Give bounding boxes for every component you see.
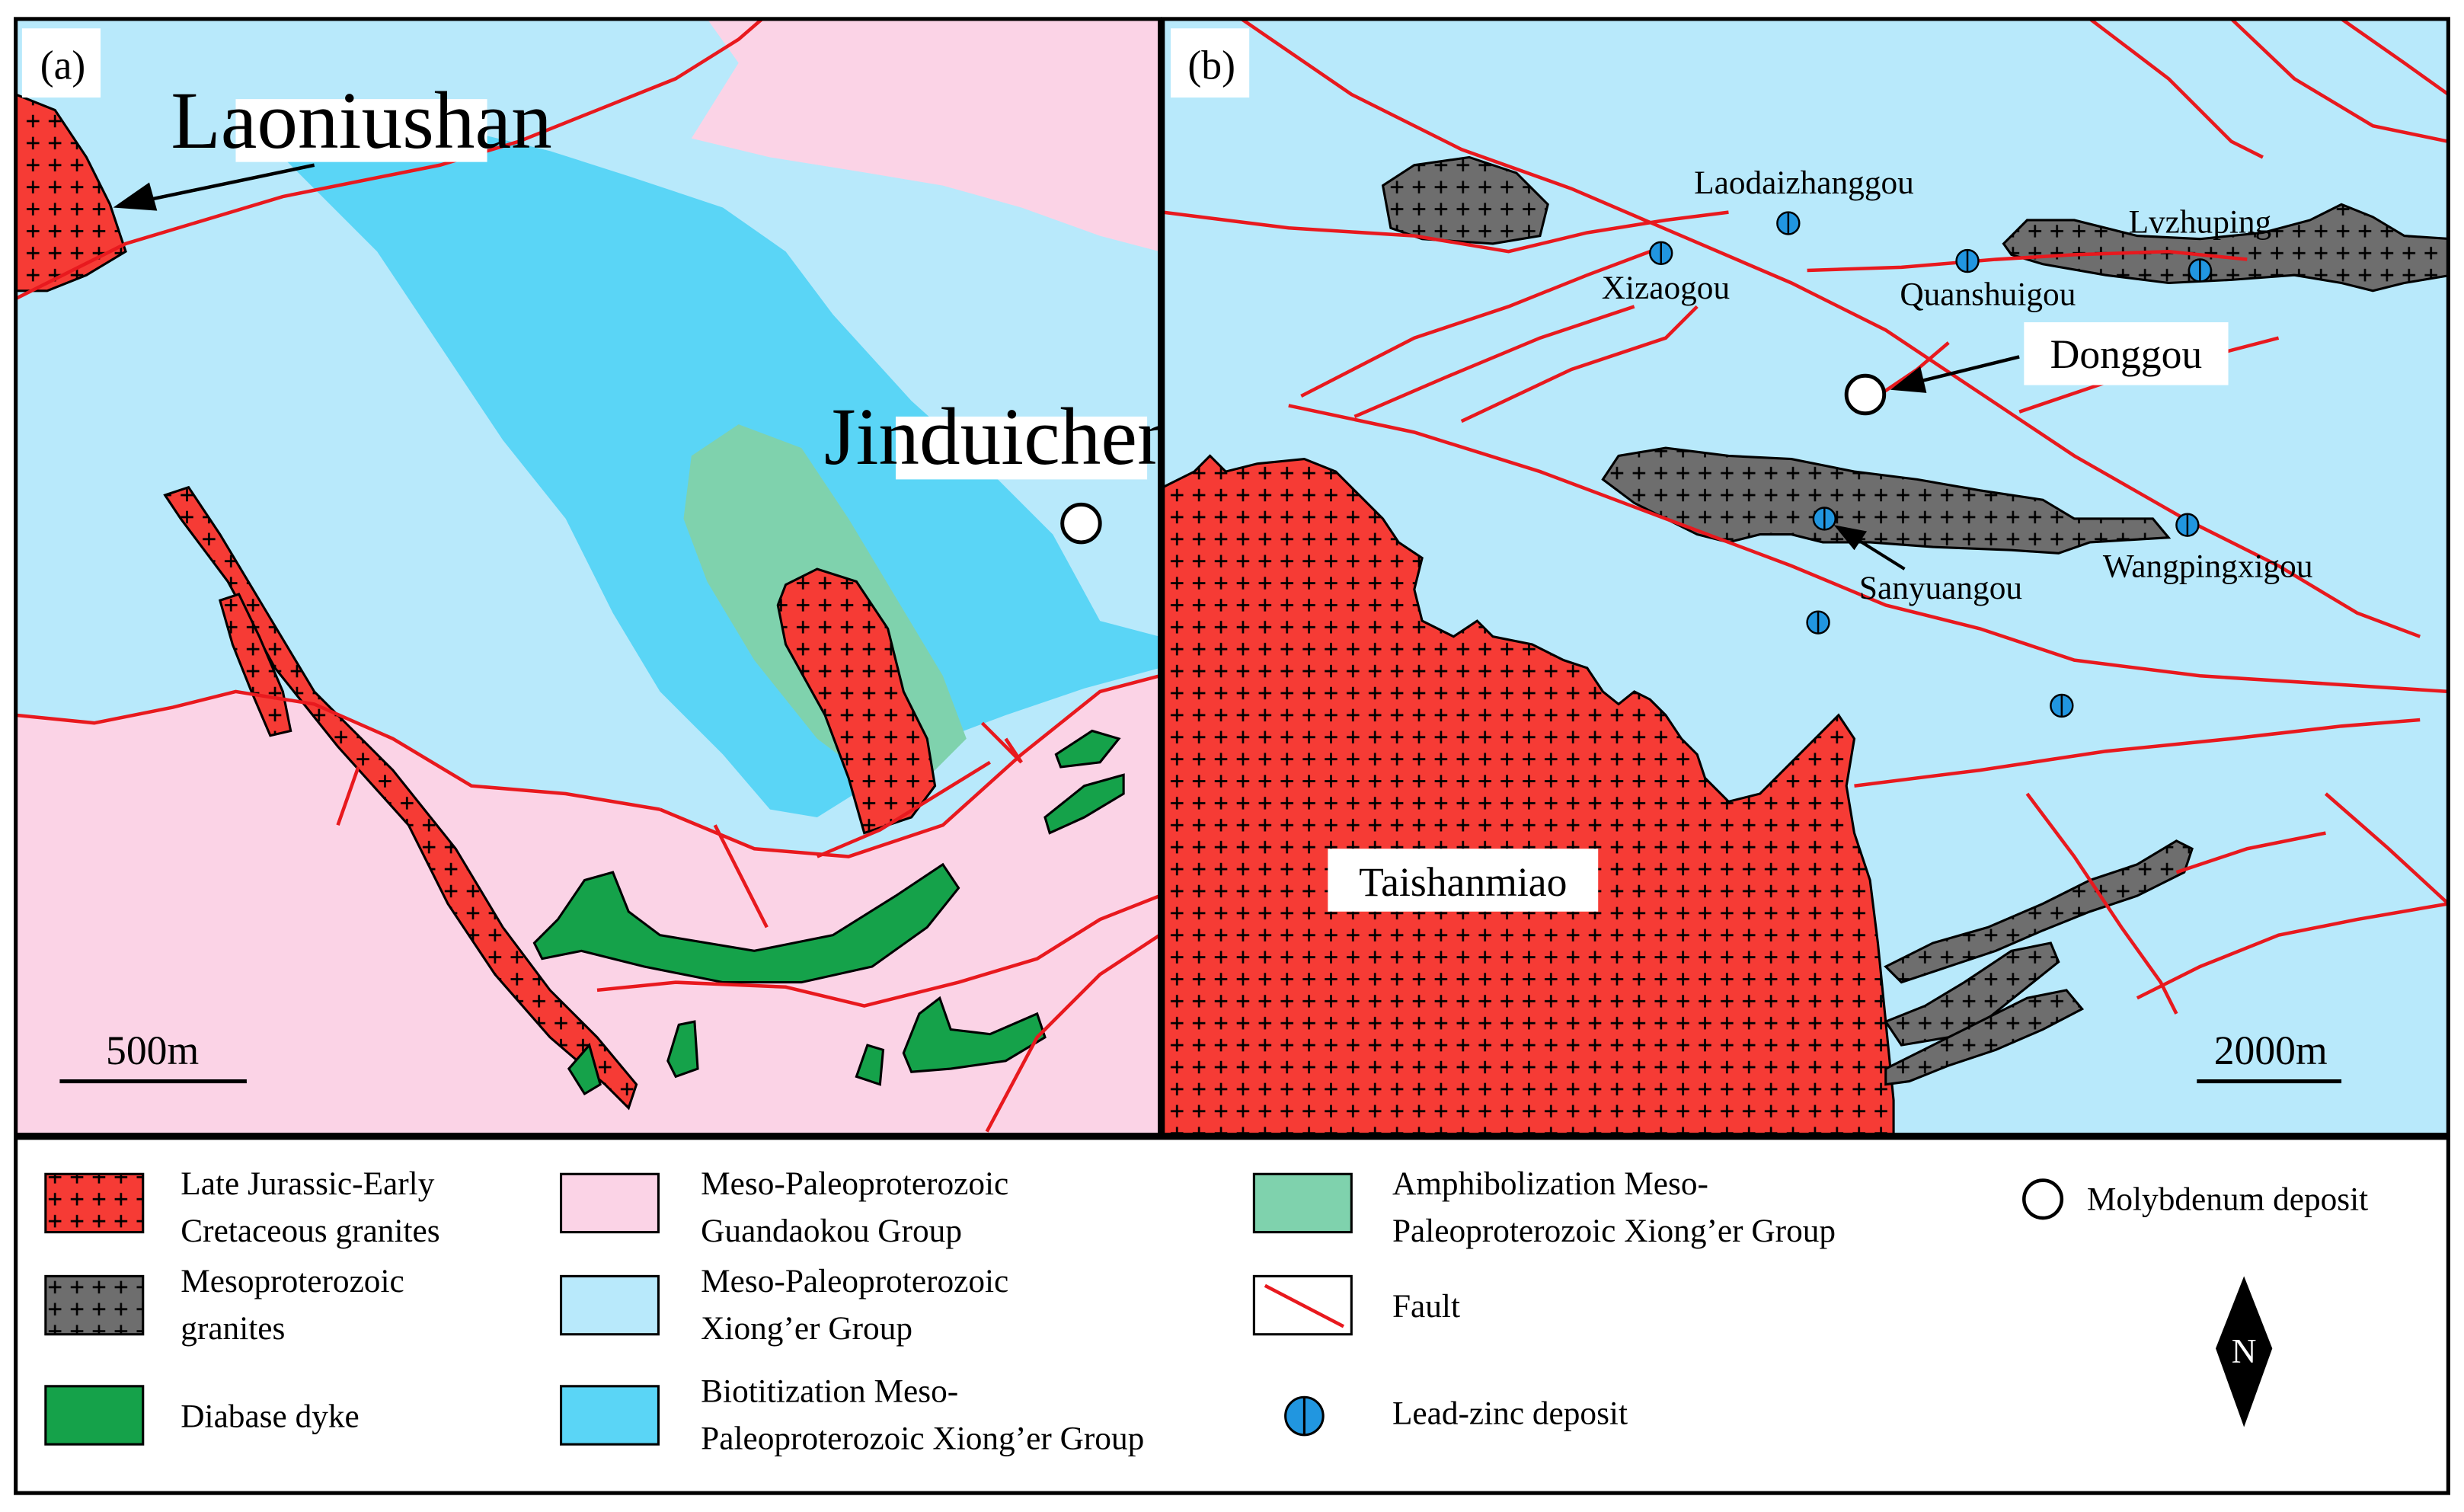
pbzn-deposit-wangpingxigou xyxy=(2175,513,2200,537)
svg-text:granites: granites xyxy=(181,1310,285,1347)
diabase-dyke-a-e1 xyxy=(1054,729,1121,769)
laoniushan-label-bg xyxy=(235,99,487,162)
granite-dyke-a-short xyxy=(218,593,292,737)
scale-b-label: 2000m xyxy=(2214,1028,2328,1073)
legend-item-meso-granite: Mesoproterozoic granites xyxy=(44,1263,404,1347)
svg-text:Meso-Paleoproterozoic: Meso-Paleoproterozoic xyxy=(701,1165,1008,1202)
laoniushan-arrow xyxy=(141,163,315,203)
donggou-label: Donggou xyxy=(2050,331,2203,377)
lvzhuping-label: Lvzhuping xyxy=(2129,203,2272,240)
diabase-dyke-a-e2 xyxy=(1043,773,1125,835)
meso-granite-b-nw xyxy=(1381,155,1549,245)
svg-text:Diabase dyke: Diabase dyke xyxy=(181,1398,360,1434)
sanyuangou-arrow xyxy=(1853,535,1906,571)
legend-item-jurassic-granite: Late Jurassic-Early Cretaceous granites xyxy=(44,1165,440,1249)
sanyuangou-arrowhead xyxy=(1833,525,1868,551)
meso-granite-lvzhuping xyxy=(2002,203,2449,292)
svg-text:Fault: Fault xyxy=(1392,1288,1460,1325)
diabase-dyke-a-s4 xyxy=(567,1042,602,1096)
legend-item-diabase: Diabase dyke xyxy=(44,1385,360,1446)
donggou-label-bg xyxy=(2024,322,2229,385)
svg-text:Lead-zinc deposit: Lead-zinc deposit xyxy=(1392,1395,1628,1431)
legend-item-fault: Fault xyxy=(1252,1274,1460,1336)
donggou-arrowhead xyxy=(1890,366,1927,393)
laodaizhanggou-label: Laodaizhanggou xyxy=(1694,165,1914,201)
xizaogou-label: Xizaogou xyxy=(1602,270,1730,306)
sanyuangou-label: Sanyuangou xyxy=(1859,570,2022,606)
diabase-dyke-a-s1 xyxy=(902,996,1047,1073)
pbzn-deposit-unnamed-2 xyxy=(2050,693,2074,718)
jinduicheng-label: Jinduicheng xyxy=(824,392,1219,482)
late-granite-taishanmiao xyxy=(1162,454,1895,1135)
legend-item-biotitization: Biotitization Meso- Paleoproterozoic Xio… xyxy=(559,1373,1144,1456)
pbzn-deposit-quanshuigou xyxy=(1955,248,1980,273)
quanshuigou-label: Quanshuigou xyxy=(1900,276,2076,312)
legend: Late Jurassic-Early Cretaceous granites … xyxy=(14,1136,2450,1495)
molybdenum-deposit-donggou xyxy=(1844,373,1887,416)
taishanmiao-label: Taishanmiao xyxy=(1359,859,1567,905)
meso-granite-dyke-b-se2 xyxy=(1884,941,2060,1047)
panel-a-tag: (a) xyxy=(40,42,86,88)
panel-b-map: Laodaizhanggou Lvzhuping Xizaogou Quansh… xyxy=(1162,18,2449,1135)
pbzn-deposit-xizaogou xyxy=(1649,241,1673,265)
diabase-dyke-a-main xyxy=(532,862,960,984)
meso-granite-dyke-b-se1 xyxy=(1884,839,2194,984)
panel-a-tag-bg xyxy=(21,28,101,98)
svg-text:Late Jurassic-Early: Late Jurassic-Early xyxy=(181,1165,434,1202)
panel-a-map: Laoniushan Jinduicheng (a) 500m xyxy=(15,18,1219,1135)
jinduicheng-label-bg xyxy=(895,416,1148,480)
pbzn-deposit-lvzhuping xyxy=(2188,258,2213,283)
diabase-dyke-a-s3 xyxy=(666,1020,699,1079)
svg-text:Biotitization Meso-: Biotitization Meso- xyxy=(701,1373,958,1409)
panel-b-frame xyxy=(1161,17,2450,1137)
svg-text:Xiong’er Group: Xiong’er Group xyxy=(701,1310,912,1347)
pbzn-deposit-sanyuangou xyxy=(1812,507,1836,531)
laoniushan-label: Laoniushan xyxy=(171,75,551,166)
legend-item-guandaokou: Meso-Paleoproterozoic Guandaokou Group xyxy=(559,1165,1008,1249)
wangpingxigou-label: Wangpingxigou xyxy=(2103,548,2313,584)
panel-a-frame xyxy=(14,17,1162,1137)
pbzn-deposit-unnamed-1 xyxy=(1806,610,1830,635)
legend-item-molybdenum: Molybdenum deposit xyxy=(2022,1178,2368,1220)
diabase-dyke-a-s2 xyxy=(855,1044,885,1086)
legend-item-amphibolization: Amphibolization Meso- Paleoproterozoic X… xyxy=(1252,1165,1836,1249)
laoniushan-arrowhead xyxy=(113,182,158,211)
svg-text:Meso-Paleoproterozoic: Meso-Paleoproterozoic xyxy=(701,1263,1008,1299)
molybdenum-deposit-jinduicheng xyxy=(1060,502,1102,545)
legend-item-xionger: Meso-Paleoproterozoic Xiong’er Group xyxy=(559,1263,1008,1347)
late-granite-body-laoniushan xyxy=(15,93,127,292)
panel-b-tag: (b) xyxy=(1187,42,1235,88)
lead-zinc-deposits xyxy=(1649,211,2213,718)
meso-granite-dyke-b-se3 xyxy=(1884,989,2085,1086)
guandaokou-unit-a-north xyxy=(439,18,1160,252)
faults-a xyxy=(15,18,1160,1133)
svg-text:Mesoproterozoic: Mesoproterozoic xyxy=(181,1263,404,1299)
taishanmiao-label-bg xyxy=(1328,849,1599,912)
panel-b-tag-bg xyxy=(1171,28,1250,98)
svg-text:Guandaokou Group: Guandaokou Group xyxy=(701,1213,962,1249)
donggou-arrow xyxy=(1916,355,2020,384)
north-arrow-label: N xyxy=(2232,1332,2257,1370)
svg-text:Molybdenum deposit: Molybdenum deposit xyxy=(2087,1181,2368,1218)
legend-item-pbzn: Lead-zinc deposit xyxy=(1284,1395,1628,1437)
svg-text:Paleoproterozoic Xiong’er Grou: Paleoproterozoic Xiong’er Group xyxy=(1392,1213,1836,1249)
svg-text:Cretaceous granites: Cretaceous granites xyxy=(181,1213,439,1249)
svg-text:Amphibolization Meso-: Amphibolization Meso- xyxy=(1392,1165,1708,1202)
north-arrow: N xyxy=(2216,1276,2273,1427)
svg-text:Paleoproterozoic Xiong’er Grou: Paleoproterozoic Xiong’er Group xyxy=(701,1420,1144,1456)
scale-a-label: 500m xyxy=(106,1028,199,1073)
pbzn-deposit-laodaizhanggou xyxy=(1776,211,1801,235)
legend-frame xyxy=(14,1136,2450,1495)
granite-dyke-a-long xyxy=(163,485,638,1111)
